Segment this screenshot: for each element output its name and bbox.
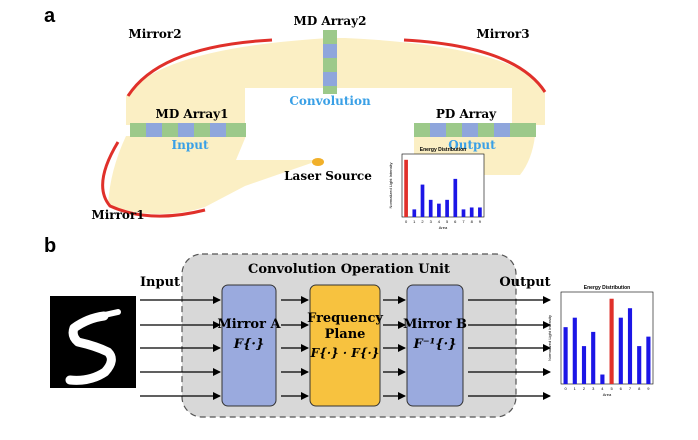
frequency-plane-label-1: Frequency — [307, 311, 383, 326]
input-arrows — [140, 296, 221, 400]
chart-tick-label: 8 — [471, 219, 474, 224]
chart-tick-label: 1 — [574, 386, 577, 391]
chart-tick-label: 7 — [629, 386, 632, 391]
mirror3-label: Mirror3 — [476, 27, 529, 41]
mirror-a-formula: F{·} — [233, 337, 264, 352]
chart-tick-label: 5 — [610, 386, 613, 391]
output-label-a: Output — [448, 138, 496, 152]
laser-source-dot — [312, 158, 324, 166]
output-arrows — [468, 296, 551, 400]
chart-bar — [618, 317, 623, 384]
chart-tick-label: 0 — [405, 219, 408, 224]
chart-bar — [591, 331, 596, 384]
chart-tick-label: 6 — [620, 386, 623, 391]
chart-bar — [563, 327, 568, 384]
chart-tick-label: 2 — [421, 219, 424, 224]
mirror-b-formula: F⁻¹{·} — [412, 337, 456, 352]
chart-tick-label: 8 — [638, 386, 641, 391]
convolution-label: Convolution — [289, 94, 371, 108]
md-array1-label: MD Array1 — [156, 107, 229, 121]
chart-tick-label: 3 — [592, 386, 595, 391]
frequency-plane-box — [309, 284, 381, 407]
mirror1-arc — [101, 141, 206, 218]
chart-bar — [461, 209, 466, 217]
frequency-plane-formula: F{·} · F{·} — [310, 346, 380, 360]
mirror2-arc — [126, 38, 273, 97]
chart-tick-label: 9 — [479, 219, 482, 224]
laser-source-label: Laser Source — [284, 169, 372, 183]
chart-tick-label: 4 — [601, 386, 604, 391]
arrows-frequency-to-mirror-b — [383, 296, 406, 400]
chart-bar — [453, 178, 458, 217]
pd-array — [414, 123, 536, 137]
chart-tick-label: 3 — [430, 219, 433, 224]
chart-bar — [445, 199, 449, 217]
panel-b-label: b — [44, 235, 56, 257]
lower-beam-left — [108, 136, 320, 215]
chart-bar — [572, 317, 577, 384]
chart-bar — [437, 203, 441, 217]
chart-ylabel: Normalized Light Intensity — [547, 315, 552, 361]
chart-bar — [600, 374, 605, 384]
md-array1 — [130, 123, 246, 137]
frequency-plane-label-2: Plane — [325, 327, 366, 342]
chart-bar — [581, 346, 587, 384]
mirror2-label: Mirror2 — [128, 27, 181, 41]
chart-bar — [627, 308, 633, 384]
chart-ylabel: Normalized Light Intensity — [388, 162, 393, 208]
arrows-mirror-a-to-frequency — [281, 296, 309, 400]
mirror-b-box — [406, 284, 464, 407]
mirror1-label: Mirror1 — [91, 208, 144, 222]
chart-xlabel: Area — [439, 225, 448, 230]
output-label-b: Output — [499, 275, 550, 290]
input-label-b: Input — [140, 275, 180, 290]
chart-xlabel: Area — [603, 392, 612, 397]
input-label-a: Input — [172, 138, 209, 152]
panel-a-label: a — [44, 5, 56, 27]
chart-tick-label: 1 — [413, 219, 416, 224]
md-array2 — [323, 30, 337, 94]
convolution-unit-title: Convolution Operation Unit — [248, 262, 450, 277]
mirror-b-label: Mirror B — [403, 317, 467, 332]
chart-tick-label: 4 — [438, 219, 441, 224]
chart-bar — [609, 298, 614, 384]
chart-bar — [478, 207, 482, 217]
chart-title: Energy Distribution — [420, 147, 466, 153]
chart-bar — [420, 184, 425, 217]
chart-title: Energy Distribution — [584, 285, 630, 291]
pd-array-label: PD Array — [436, 107, 497, 121]
chart-tick-label: 0 — [564, 386, 567, 391]
chart-bar — [646, 336, 651, 384]
chart-bar — [412, 209, 417, 217]
chart-bar — [637, 346, 642, 384]
handwritten-digit-image — [50, 296, 136, 388]
chart-tick-label: 7 — [462, 219, 465, 224]
chart-tick-label: 5 — [446, 219, 449, 224]
chart-tick-label: 6 — [454, 219, 457, 224]
chart-bar — [469, 207, 474, 217]
chart-bar — [428, 199, 433, 217]
chart-tick-label: 9 — [647, 386, 650, 391]
mirror-a-box — [221, 284, 277, 407]
mirror3-arc — [403, 38, 547, 93]
chart-frame — [401, 153, 485, 218]
mirror-a-label: Mirror A — [217, 317, 281, 332]
md-array2-label: MD Array2 — [294, 14, 367, 28]
chart-bar — [404, 159, 408, 217]
chart-tick-label: 2 — [583, 386, 586, 391]
